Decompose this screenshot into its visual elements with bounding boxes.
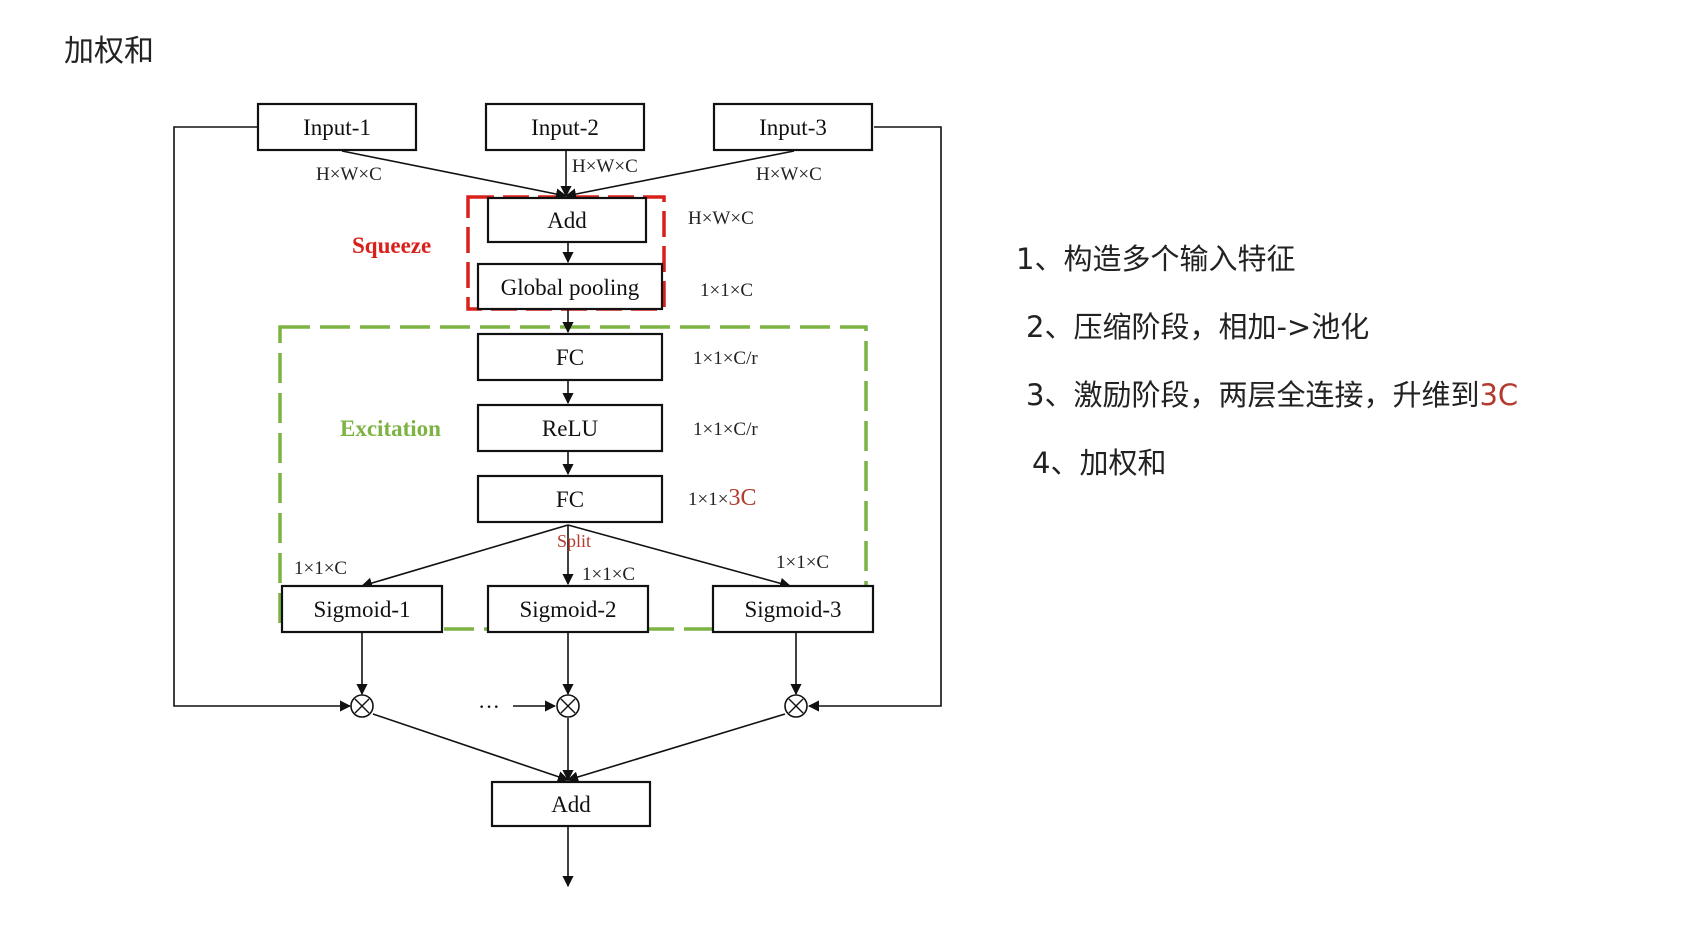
- multiply-node-3: [784, 694, 808, 718]
- page-title: 加权和: [64, 34, 154, 69]
- dim-pool: 1×1×C: [700, 280, 753, 301]
- dim-relu: 1×1×C/r: [693, 419, 758, 440]
- squeeze-label: Squeeze: [352, 233, 431, 258]
- input1-node: Input-1: [256, 102, 418, 152]
- dim-sig1: 1×1×C: [294, 558, 347, 579]
- note-item-3: 3、激励阶段，两层全连接，升维到3C: [1026, 372, 1518, 414]
- dim-fc2: 1×1×3C: [688, 485, 756, 511]
- split-label: Split: [557, 531, 591, 551]
- relu-node: ReLU: [476, 403, 664, 453]
- dim-input1: H×W×C: [316, 164, 382, 185]
- edge-fc2-sig3: [567, 524, 792, 589]
- sigmoid1-node: Sigmoid-1: [280, 584, 444, 634]
- edge-mul3-add: [566, 713, 786, 783]
- dim-sig3: 1×1×C: [776, 552, 829, 573]
- edge-input3-add: [564, 150, 795, 200]
- edge-fc2-sig1: [360, 524, 569, 589]
- fc1-label: FC: [556, 345, 584, 370]
- multiply-node-2: [556, 694, 580, 718]
- add-top-node: Add: [486, 196, 648, 244]
- edge-skip-input3: [807, 126, 942, 712]
- dim-input3: H×W×C: [756, 164, 822, 185]
- dim-sig2: 1×1×C: [582, 564, 635, 585]
- note-item-3-highlight: 3C: [1479, 378, 1519, 412]
- dim-fc2-highlight: 3C: [728, 485, 756, 511]
- edge-mul1-add: [372, 713, 570, 783]
- note-item-3-text: 3、激励阶段，两层全连接，升维到: [1026, 378, 1480, 412]
- ellipsis-label: ···: [478, 694, 500, 719]
- input2-node: Input-2: [484, 102, 646, 152]
- note-item-2: 2、压缩阶段，相加->池化: [1026, 310, 1370, 344]
- add-top-label: Add: [547, 208, 587, 233]
- excitation-label: Excitation: [340, 416, 441, 441]
- dim-add: H×W×C: [688, 208, 754, 229]
- fc1-node: FC: [476, 332, 664, 382]
- fc2-node: FC: [476, 474, 664, 524]
- edge-skip-input1: [173, 126, 352, 712]
- sigmoid2-node: Sigmoid-2: [486, 584, 650, 634]
- fc2-label: FC: [556, 487, 584, 512]
- add-bottom-node: Add: [490, 780, 652, 828]
- dim-fc2-prefix: 1×1×: [688, 489, 728, 510]
- edge-input1-add: [341, 150, 568, 200]
- global-pooling-node: Global pooling: [476, 262, 664, 311]
- sigmoid3-label: Sigmoid-3: [744, 597, 841, 622]
- input3-node: Input-3: [712, 102, 874, 152]
- note-item-4: 4、加权和: [1032, 446, 1167, 480]
- multiply-node-1: [350, 694, 374, 718]
- sigmoid3-node: Sigmoid-3: [711, 584, 875, 634]
- relu-label: ReLU: [542, 416, 599, 441]
- input1-label: Input-1: [303, 115, 371, 140]
- input3-label: Input-3: [759, 115, 827, 140]
- input2-label: Input-2: [531, 115, 599, 140]
- dim-input2: H×W×C: [572, 156, 638, 177]
- sigmoid2-label: Sigmoid-2: [519, 597, 616, 622]
- add-bottom-label: Add: [551, 792, 591, 817]
- global-pooling-label: Global pooling: [501, 275, 640, 300]
- note-item-1: 1、构造多个输入特征: [1016, 242, 1296, 276]
- sigmoid1-label: Sigmoid-1: [313, 597, 410, 622]
- dim-fc1: 1×1×C/r: [693, 348, 758, 369]
